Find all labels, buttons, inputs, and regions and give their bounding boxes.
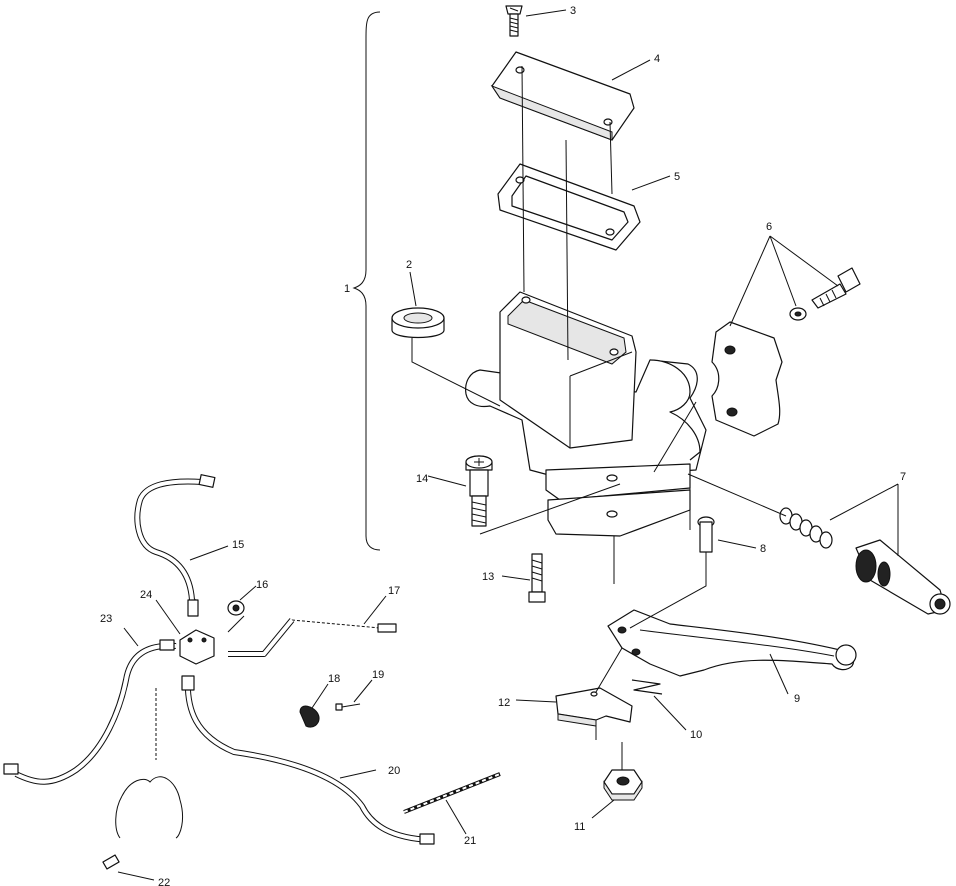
part-18-grommet — [299, 705, 320, 728]
part-6-clamp-assembly — [711, 267, 861, 437]
part-20-brake-line — [181, 675, 435, 845]
callout-4: 4 — [654, 53, 660, 65]
part-15-brake-line — [134, 474, 216, 617]
callout-3: 3 — [570, 5, 576, 17]
part-10-spring — [631, 679, 663, 695]
callout-12: 12 — [498, 697, 510, 709]
part-11-nut — [603, 769, 643, 801]
callout-22: 22 — [158, 877, 170, 886]
callout-20: 20 — [388, 765, 400, 777]
callout-6: 6 — [766, 221, 772, 233]
callout-18: 18 — [328, 673, 340, 685]
part-7-piston-spring-kit — [779, 507, 951, 615]
callout-9: 9 — [794, 693, 800, 705]
callout-10: 10 — [690, 729, 702, 741]
callout-21: 21 — [464, 835, 476, 847]
callout-8: 8 — [760, 543, 766, 555]
part-3-screw — [505, 5, 523, 37]
part-17-cable — [228, 618, 397, 657]
callout-13: 13 — [482, 571, 494, 583]
callout-15: 15 — [232, 539, 244, 551]
part-13-bolt — [528, 553, 546, 603]
callout-2: 2 — [406, 259, 412, 271]
part-22-frame-bolt — [102, 776, 183, 870]
part-8-pivot-pin — [697, 516, 715, 553]
callout-5: 5 — [674, 171, 680, 183]
part-12-switch — [555, 687, 633, 727]
part-16-fitting — [227, 600, 245, 616]
callout-11: 11 — [574, 821, 585, 833]
leader-lines — [155, 65, 787, 770]
callout-14: 14 — [416, 473, 428, 485]
part-2-ring — [391, 307, 445, 339]
part-23-brake-line — [3, 639, 177, 785]
callout-pointers — [117, 9, 899, 881]
callout-16: 16 — [256, 579, 268, 591]
callout-19: 19 — [372, 669, 384, 681]
callout-1: 1 — [344, 283, 350, 295]
part-5-gasket — [497, 163, 641, 251]
callout-17: 17 — [388, 585, 400, 597]
part-14-bolt — [465, 455, 493, 527]
assembly-bracket — [352, 11, 381, 551]
callout-24: 24 — [140, 589, 152, 601]
callout-7: 7 — [900, 471, 906, 483]
part-21-rod — [403, 772, 501, 814]
part-24-junction-block — [179, 629, 215, 665]
part-9-brake-lever — [607, 609, 857, 677]
part-1-master-cylinder-body — [465, 291, 707, 537]
part-4-reservoir-cover — [490, 51, 635, 141]
callout-23: 23 — [100, 613, 112, 625]
part-19-screw — [335, 703, 361, 711]
